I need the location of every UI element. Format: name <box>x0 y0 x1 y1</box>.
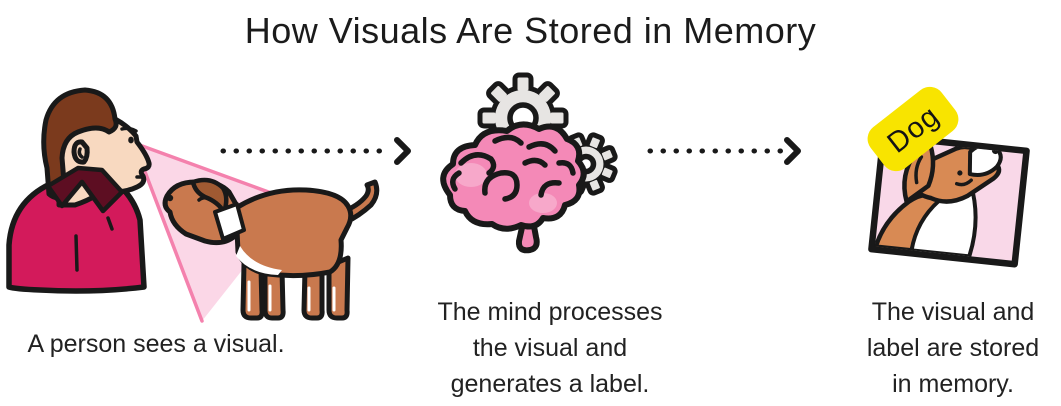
dog-icon <box>162 177 380 321</box>
person-sees-dog-illustration <box>6 87 380 323</box>
dotted-arrow-1 <box>220 137 411 165</box>
dotted-arrow-2 <box>647 137 801 165</box>
brain-gears-illustration <box>440 72 618 254</box>
person-icon <box>6 87 152 294</box>
stored-memory-illustration: Dog <box>867 86 1030 268</box>
caption-step-1: A person sees a visual. <box>27 330 285 358</box>
dog-photo-icon <box>874 142 1003 259</box>
dog-label-tag: Dog <box>867 86 959 172</box>
caption-step-2: The mind processes the visual and genera… <box>437 298 663 398</box>
caption-step-3: The visual and label are stored in memor… <box>866 298 1040 398</box>
framed-dog-photo <box>868 132 1030 268</box>
page-title: How Visuals Are Stored in Memory <box>244 10 817 51</box>
brain-icon <box>440 121 587 254</box>
